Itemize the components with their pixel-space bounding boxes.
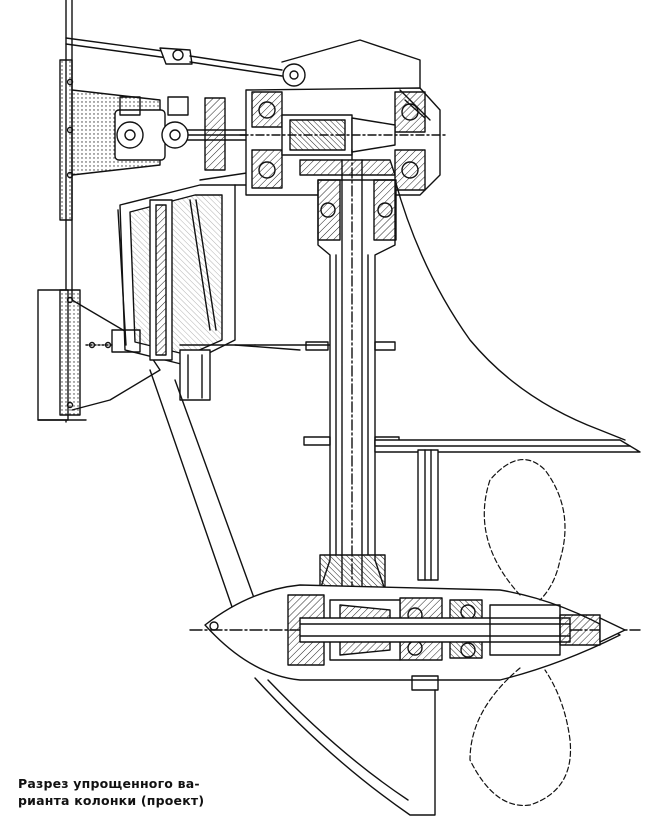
drawing-caption: Разрез упрощенного ва- рианта колонки (п… [18, 775, 258, 809]
skeg [254, 675, 439, 816]
propeller-blades [469, 459, 572, 807]
caption-line-1: Разрез упрощенного ва- [18, 776, 200, 791]
control-rod [65, 37, 421, 91]
anti-cavitation-plate [374, 179, 641, 581]
transom-bracket [71, 89, 251, 411]
lower-strut [149, 164, 331, 631]
drive-shaft-housing [303, 149, 400, 641]
lower-gear-housing [189, 584, 641, 681]
swivel-bracket-assembly [111, 184, 236, 401]
upper-gearbox [239, 87, 446, 196]
caption-line-2: рианта колонки (проект) [18, 793, 205, 808]
transom-board [37, 0, 87, 423]
